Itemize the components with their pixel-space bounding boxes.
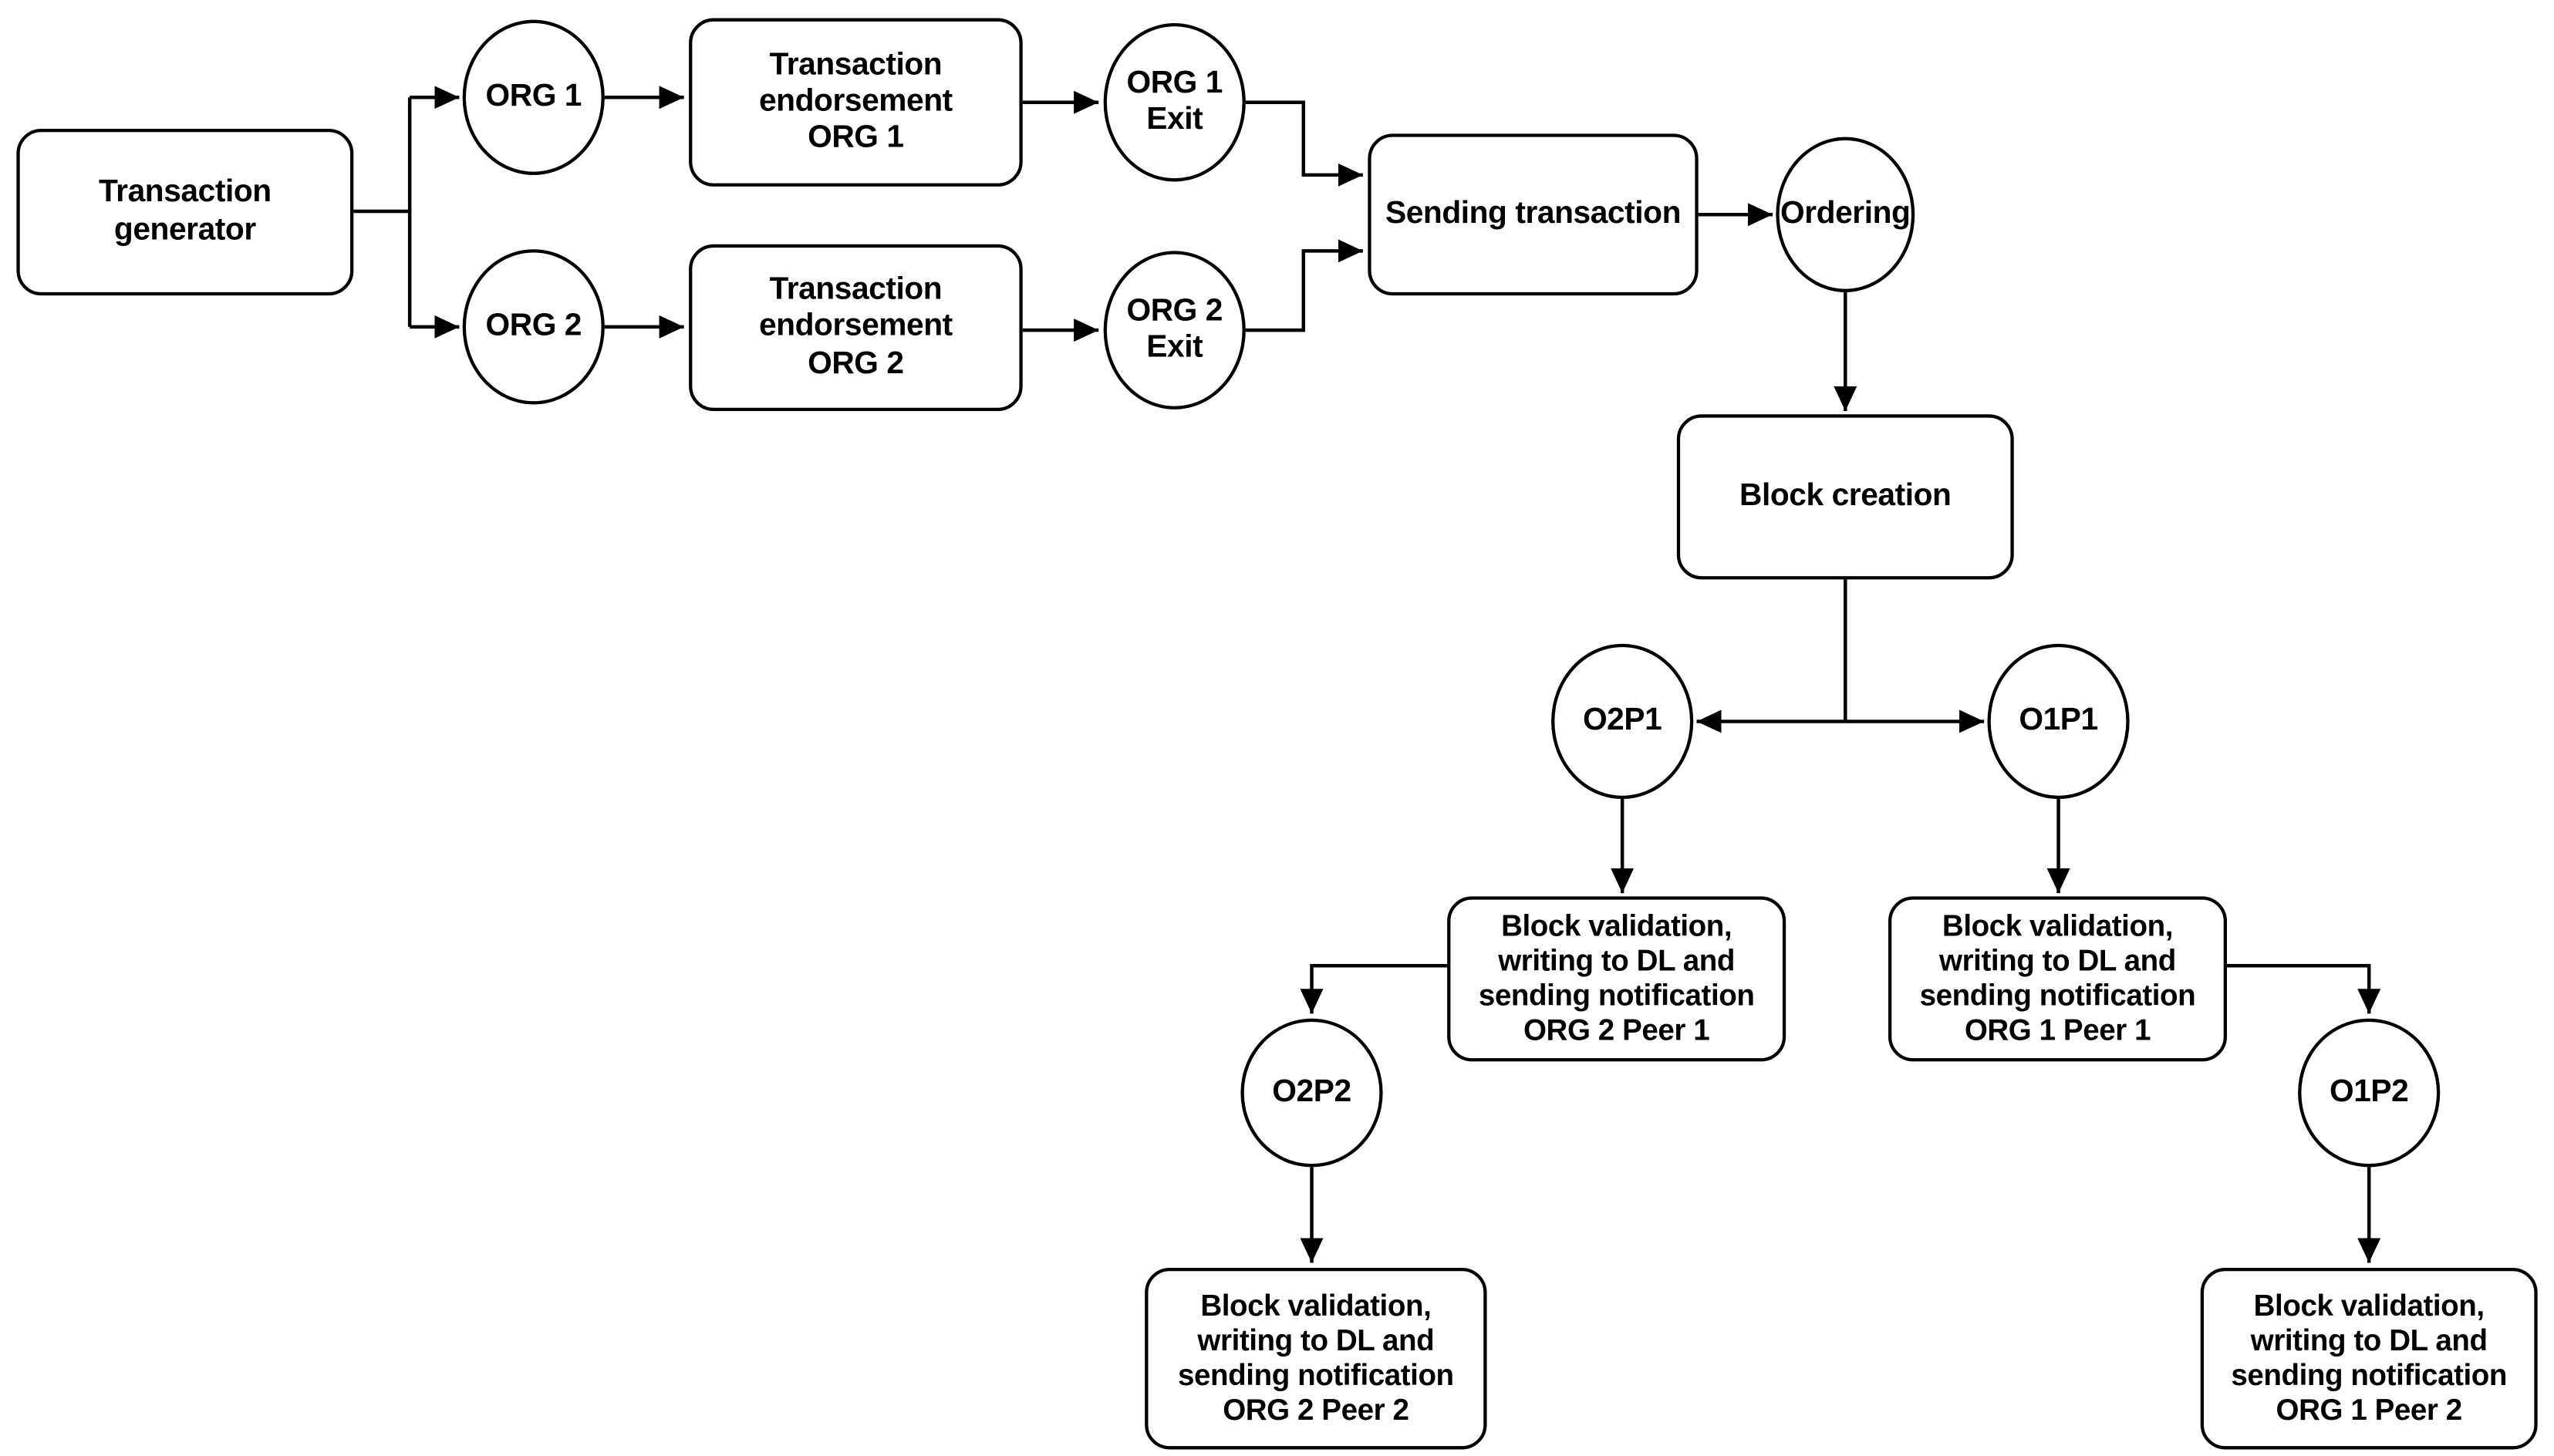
node-endorsement-org2-label: Transaction endorsement ORG 2 (758, 273, 953, 381)
node-block-validation-org1-peer1-label: Block validation, writing to DL and send… (1919, 910, 2196, 1046)
node-sending-transaction: Sending transaction (1368, 133, 1699, 296)
node-org2-label: ORG 2 (485, 308, 582, 344)
node-org1-label: ORG 1 (485, 79, 582, 114)
node-org1-exit-label: ORG 1 Exit (1126, 66, 1223, 137)
node-block-validation-org1-peer2-label: Block validation, writing to DL and send… (2231, 1289, 2508, 1427)
arrow-org1exit-to-sending (1245, 100, 1363, 187)
node-ordering: Ordering (1776, 136, 1915, 292)
node-org1-exit: ORG 1 Exit (1103, 22, 1246, 182)
arrow-validation11-to-o1p2 (2227, 964, 2381, 1014)
node-ordering-label: Ordering (1780, 196, 1911, 231)
node-block-validation-org2-peer2-label: Block validation, writing to DL and send… (1178, 1289, 1454, 1427)
node-endorsement-org1: Transaction endorsement ORG 1 (689, 18, 1023, 187)
node-o2p1: O2P1 (1551, 643, 1694, 800)
node-endorsement-org1-label: Transaction endorsement ORG 1 (758, 47, 953, 156)
node-o2p2: O2P2 (1240, 1018, 1383, 1168)
node-block-validation-org2-peer2: Block validation, writing to DL and send… (1145, 1267, 1487, 1450)
edge-generator-branch (353, 97, 412, 327)
node-o1p2-label: O1P2 (2329, 1074, 2409, 1110)
node-transaction-generator-label: Transaction generator (99, 175, 272, 248)
node-transaction-generator: Transaction generator (16, 128, 354, 296)
node-o1p2: O1P2 (2298, 1018, 2441, 1168)
node-o2p1-label: O2P1 (1582, 703, 1662, 738)
node-o1p1-label: O1P1 (2019, 703, 2098, 738)
node-org2-exit: ORG 2 Exit (1103, 251, 1246, 410)
node-block-creation: Block creation (1676, 414, 2014, 580)
arrow-validation21-to-o2p2 (1300, 964, 1448, 1014)
node-block-validation-org2-peer1: Block validation, writing to DL and send… (1447, 896, 1786, 1062)
node-block-validation-org2-peer1-label: Block validation, writing to DL and send… (1478, 910, 1755, 1046)
node-sending-transaction-label: Sending transaction (1385, 196, 1682, 231)
node-org2-exit-label: ORG 2 Exit (1126, 293, 1223, 366)
node-o2p2-label: O2P2 (1272, 1074, 1351, 1110)
node-block-validation-org1-peer2: Block validation, writing to DL and send… (2200, 1267, 2538, 1450)
node-o1p1: O1P1 (1987, 643, 2130, 800)
node-org1: ORG 1 (462, 19, 605, 175)
node-block-creation-label: Block creation (1739, 478, 1952, 514)
arrow-org2exit-to-sending (1245, 239, 1363, 332)
node-org2: ORG 2 (462, 249, 605, 405)
node-endorsement-org2: Transaction endorsement ORG 2 (689, 244, 1023, 412)
node-block-validation-org1-peer1: Block validation, writing to DL and send… (1888, 896, 2228, 1062)
